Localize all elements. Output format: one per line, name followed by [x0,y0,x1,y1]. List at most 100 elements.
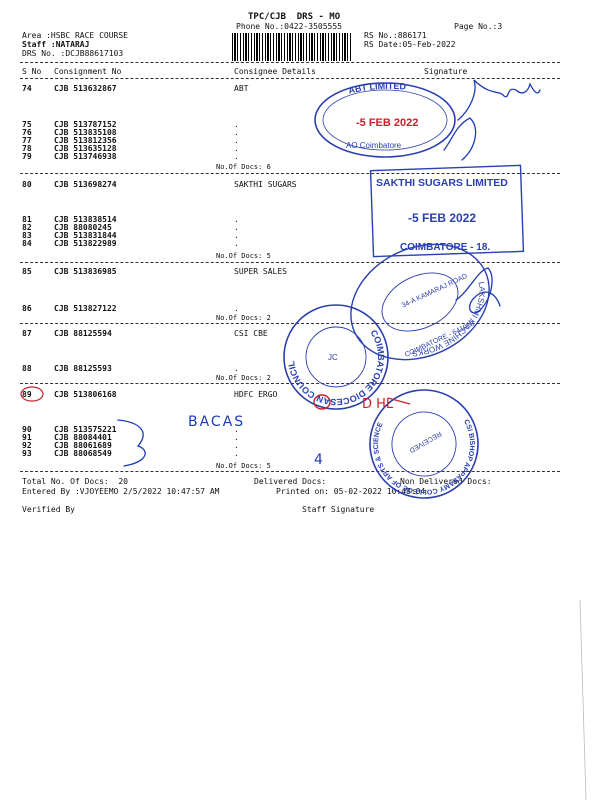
col-consignee: Consignee Details [234,67,316,76]
row-sno: 75 [22,120,32,129]
row-consignee: SAKTHI SUGARS [234,180,297,189]
row-consignee: . [234,128,239,137]
row-consignee: SUPER SALES [234,267,287,276]
staff-label: Staff :NATARAJ [22,40,90,49]
row-consignment: CJB 88080245 [54,223,112,232]
row-consignee: . [234,433,239,442]
csi-stamp: COIMBATORE DIOCESAN COUNCIL JC [283,304,389,410]
row-sno: 78 [22,144,32,153]
doc-title: TPC/CJB DRS - MO [248,12,341,22]
abt-stamp: ABT LIMITED -5 FEB 2022 AO Coimbatore [314,81,456,158]
sakthi-stamp-city: COIMBATORE - 18. [400,242,490,253]
row-consignee: . [234,120,239,129]
row-sno: 91 [22,433,32,442]
row-sno: 80 [22,180,32,189]
row-sno: 82 [22,223,32,232]
row-consignment: CJB 513698274 [54,180,117,189]
row-consignment: CJB 513575221 [54,425,117,434]
csi-stamp-ring [283,304,389,410]
group-doc-count: No.Of Docs: 5 [216,252,271,260]
lakshmi-stamp-ring [350,243,490,361]
row-consignment: CJB 513635128 [54,144,117,153]
col-signature: Signature [424,67,468,76]
row-consignee: ABT [234,84,249,93]
csi-stamp-ring-text: COIMBATORE DIOCESAN COUNCIL [286,328,386,407]
rs-date: RS Date:05-Feb-2022 [364,40,456,49]
group-doc-count: No.Of Docs: 2 [216,374,271,382]
row-consignee: . [234,215,239,224]
sakthi-stamp-name: SAKTHI SUGARS LIMITED [376,177,508,189]
row-consignment: CJB 513838514 [54,215,117,224]
row-consignee: . [234,136,239,145]
row89-red-stroke [387,397,411,405]
col-sno: S No [22,67,42,76]
row-consignee: . [234,364,239,373]
row-consignee: . [234,239,239,248]
row-sno: 89 [22,390,32,399]
row-consignee: . [234,231,239,240]
verified-by: Verified By [22,505,75,514]
bracket-mark [117,419,146,467]
sakthi-stamp-border [369,164,525,258]
row-sno: 87 [22,329,32,338]
divider [20,173,560,174]
rs-number: RS No.:886171 [364,31,427,40]
row-sno: 84 [22,239,32,248]
col-consignment: Consignment No [54,67,122,76]
divider [20,471,560,472]
row-sno: 88 [22,364,32,373]
signature-strokes [117,79,541,467]
row-consignment: CJB 513836985 [54,267,117,276]
row-consignee: . [234,152,239,161]
row-consignee: . [234,425,239,434]
row-consignee: . [234,144,239,153]
abt-stamp-inner-ring [322,89,448,151]
sakthi-stamp: SAKTHI SUGARS LIMITED -5 FEB 2022 COIMBA… [369,164,525,258]
row-sno: 92 [22,441,32,450]
group-doc-count: No.Of Docs: 2 [216,314,271,322]
row-consignment: CJB 513812356 [54,136,117,145]
row-sno: 93 [22,449,32,458]
lakshmi-stamp-address: 34-A KAMARAJ ROAD [401,273,469,310]
row-consignment: CJB 513835108 [54,128,117,137]
row-consignment: CJB 513632867 [54,84,117,93]
lakshmi-stamp-inner-ring [381,272,459,332]
abt-stamp-city: AO Coimbatore [346,141,402,150]
row-consignment: CJB 513827122 [54,304,117,313]
abt-stamp-ring [314,82,456,158]
row-consignment: CJB 88061689 [54,441,112,450]
abt-stamp-date: -5 FEB 2022 [356,117,418,129]
row-consignment: CJB 513787152 [54,120,117,129]
scan-artifact [579,599,587,800]
staff-signature-label: Staff Signature [302,505,375,514]
divider [20,262,560,263]
lakshmi-stamp: LAKSHMI MACHINE WORKS 34-A KAMARAJ ROAD … [350,243,504,363]
college-stamp-center: RECEIVED [408,430,443,454]
sakthi-stamp-date: -5 FEB 2022 [408,211,476,225]
row-sno: 85 [22,267,32,276]
college-stamp-inner-ring [391,411,457,477]
group-doc-count: No.Of Docs: 6 [216,163,271,171]
row-consignee: HDFC ERGO [234,390,278,399]
row-consignment: CJB 88125594 [54,329,112,338]
handwritten-count: 4 [314,452,323,468]
phone-number: Phone No.:0422-3505555 [236,22,342,31]
row-sno: 77 [22,136,32,145]
signature-row85 [455,267,501,314]
lakshmi-stamp-ring-text: LAKSHMI MACHINE WORKS [395,279,504,363]
row-sno: 81 [22,215,32,224]
row89-red-annotation: D HL [362,397,394,412]
divider [20,383,560,384]
abt-stamp-name: ABT LIMITED [347,81,407,96]
divider [20,323,560,324]
row-consignment: CJB 513746938 [54,152,117,161]
divider [20,78,560,79]
csi-stamp-inner-ring [305,326,367,388]
printed-on: Printed on: 05-02-2022 10:48:04 [276,487,426,496]
drs-number: DRS No. :DCJB88617103 [22,49,124,58]
row-sno: 86 [22,304,32,313]
row-consignment: CJB 513822989 [54,239,117,248]
row-consignee: . [234,449,239,458]
non-delivered-docs: Non Delivered Docs: [400,477,492,486]
signature-row74 [457,79,541,121]
